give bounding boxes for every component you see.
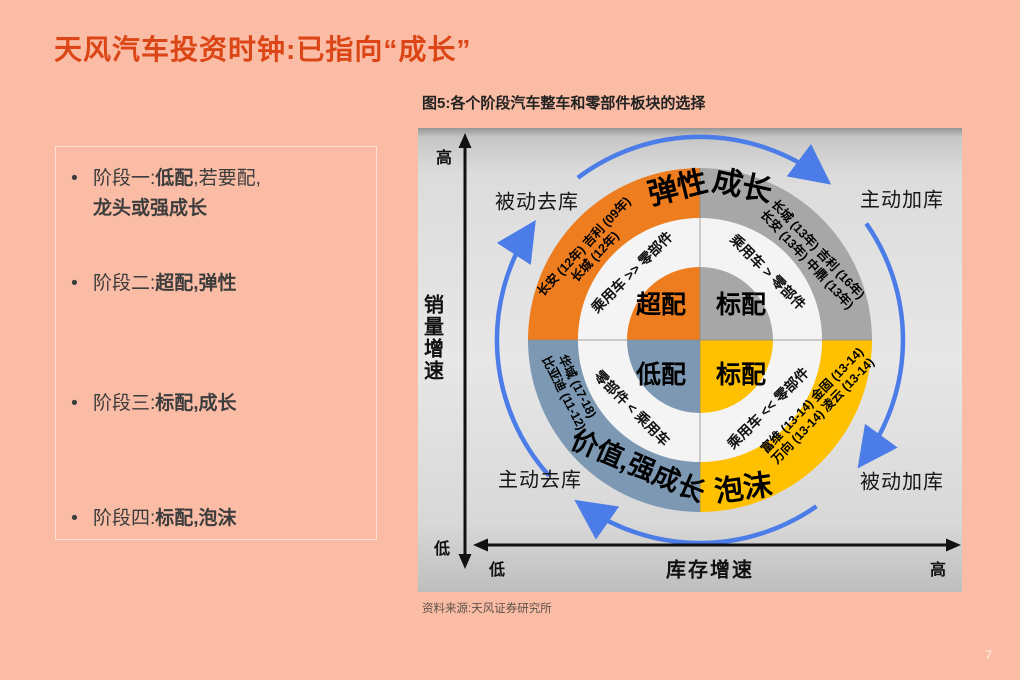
center-sector-standard-top <box>700 267 773 340</box>
y-axis-arrow-up <box>458 133 472 148</box>
phase-active-destock: 主动去库 <box>498 469 582 492</box>
source-note: 资料来源:天风证券研究所 <box>422 603 552 615</box>
y-axis-arrow-down <box>458 554 472 569</box>
y-axis-high-label: 高 <box>435 150 453 167</box>
cycle-arrow-left <box>494 219 551 478</box>
phase-active-restock: 主动加库 <box>860 189 944 212</box>
investment-clock-diagram <box>418 128 962 592</box>
stage-bullet-2: • 阶段二:超配,弹性 <box>56 269 376 299</box>
stage-summary-panel: • 阶段一:低配,若要配,龙头或强成长 • 阶段二:超配,弹性 • 阶段三:标配… <box>55 146 377 540</box>
stage-bullet-1-text: 阶段一:低配,若要配,龙头或强成长 <box>93 168 261 219</box>
stage-bullet-3-text: 阶段三:标配,成长 <box>93 393 237 414</box>
stage-label-bubble: 泡沫 <box>712 469 775 509</box>
cycle-arrow-top <box>576 134 832 185</box>
investment-clock-figure: 弹性 成长 价值,强成长 泡沫 长安 (12年) 吉利 (09年) 长城 (12… <box>418 128 962 592</box>
bullet-dot: • <box>71 168 78 189</box>
x-axis-arrow-right <box>946 538 961 552</box>
stage-bullet-4-text: 阶段四:标配,泡沫 <box>93 508 237 529</box>
y-axis-title: 销量增速 <box>420 294 443 382</box>
bullet-dot: • <box>71 393 78 414</box>
y-axis-low-label: 低 <box>433 541 451 558</box>
sector-bubble-outer <box>700 340 872 512</box>
phase-passive-destock: 被动去库 <box>495 191 579 214</box>
page-number: 7 <box>985 648 992 662</box>
sector-growth-outer <box>700 168 872 340</box>
stage-bullet-3: • 阶段三:标配,成长 <box>56 389 376 419</box>
page-title: 天风汽车投资时钟:已指向“成长” <box>54 34 472 65</box>
cycle-arrow-bottom <box>574 499 818 546</box>
center-sector-overweight <box>627 267 700 340</box>
center-sector-standard-bottom <box>700 340 773 413</box>
stage-bullet-2-text: 阶段二:超配,弹性 <box>93 273 237 294</box>
allocation-underweight: 低配 <box>635 361 687 389</box>
bullet-dot: • <box>71 273 78 294</box>
sector-elastic-outer <box>528 168 700 340</box>
allocation-overweight: 超配 <box>635 291 687 319</box>
center-sector-underweight <box>627 340 700 413</box>
stage-bullet-4: • 阶段四:标配,泡沫 <box>56 504 376 534</box>
allocation-standard-top: 标配 <box>715 291 767 319</box>
phase-passive-restock: 被动加库 <box>860 471 944 494</box>
allocation-standard-bottom: 标配 <box>715 361 767 389</box>
x-axis-low-label: 低 <box>488 562 506 579</box>
sector-value-outer <box>528 340 700 512</box>
figure-title: 图5:各个阶段汽车整车和零部件板块的选择 <box>422 95 706 112</box>
bullet-dot: • <box>71 508 78 529</box>
x-axis-title: 库存增速 <box>666 559 754 582</box>
x-axis-high-label: 高 <box>929 562 947 579</box>
stage-bullet-1: • 阶段一:低配,若要配,龙头或强成长 <box>56 164 376 224</box>
x-axis-arrow-left <box>473 538 488 552</box>
cycle-arrow-right <box>857 222 906 469</box>
